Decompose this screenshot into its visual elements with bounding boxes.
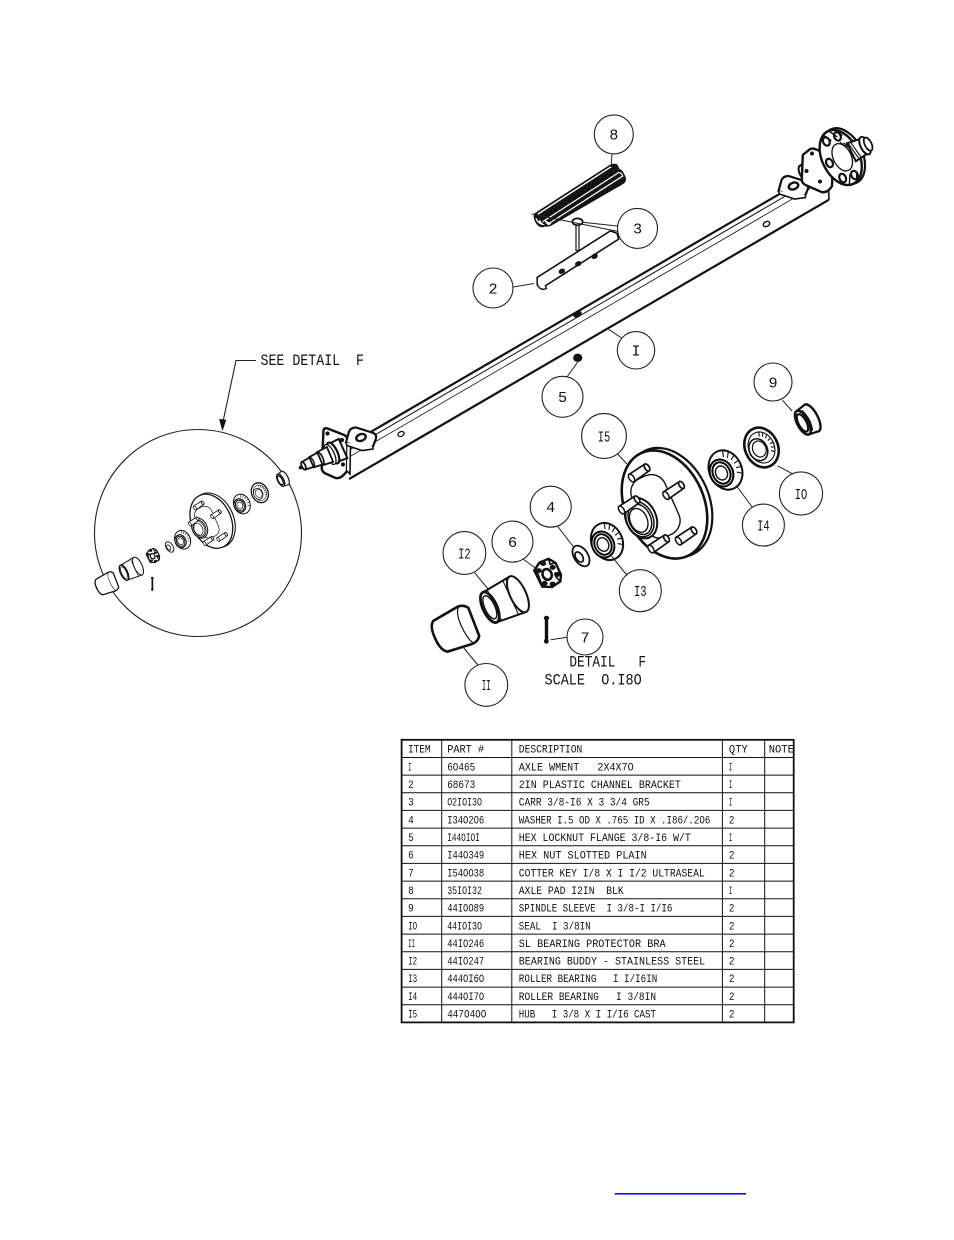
svg-text:2: 2 xyxy=(729,868,735,880)
svg-text:QTY: QTY xyxy=(729,745,748,757)
svg-text:6: 6 xyxy=(508,534,517,552)
svg-text:2: 2 xyxy=(408,780,414,792)
svg-text:ROLLER BEARING I 3/8IN: ROLLER BEARING I 3/8IN xyxy=(519,992,656,1004)
svg-text:4: 4 xyxy=(546,499,555,517)
svg-text:O2IOI3O: O2IOI3O xyxy=(447,798,482,810)
svg-text:NOTE: NOTE xyxy=(769,745,795,757)
svg-text:2: 2 xyxy=(729,921,735,933)
svg-text:447O4OO: 447O4OO xyxy=(447,1010,487,1022)
svg-text:5: 5 xyxy=(558,389,567,407)
svg-text:PART #: PART # xyxy=(447,745,484,757)
svg-text:WASHER I.5 OD X .765 ID X .I86: WASHER I.5 OD X .765 ID X .I86/.2O6 xyxy=(519,815,711,827)
svg-text:2: 2 xyxy=(729,815,735,827)
svg-text:ITEM: ITEM xyxy=(408,745,430,757)
svg-text:2: 2 xyxy=(729,957,735,969)
svg-text:HEX NUT SLOTTED PLAIN: HEX NUT SLOTTED PLAIN xyxy=(519,851,647,863)
svg-text:COTTER KEY I/8 X I I/2 ULTRASE: COTTER KEY I/8 X I I/2 ULTRASEAL xyxy=(519,868,705,880)
svg-text:44IOO89: 44IOO89 xyxy=(447,904,484,916)
svg-text:44IOI3O: 44IOI3O xyxy=(447,921,482,933)
svg-text:8: 8 xyxy=(609,127,618,145)
svg-text:2: 2 xyxy=(729,851,735,863)
svg-text:35IOI32: 35IOI32 xyxy=(447,886,482,898)
svg-text:5: 5 xyxy=(408,833,414,845)
svg-text:I2: I2 xyxy=(458,545,471,563)
svg-text:SPINDLE SLEEVE I 3/8-I I/I6: SPINDLE SLEEVE I 3/8-I I/I6 xyxy=(519,904,673,916)
svg-text:I: I xyxy=(729,833,732,845)
svg-text:SL BEARING PROTECTOR BRA: SL BEARING PROTECTOR BRA xyxy=(519,939,666,951)
svg-text:II: II xyxy=(482,677,491,695)
svg-text:2: 2 xyxy=(488,280,497,298)
svg-text:2: 2 xyxy=(729,904,735,916)
svg-text:I: I xyxy=(408,762,411,774)
svg-text:I: I xyxy=(729,798,732,810)
svg-text:I34O2O6: I34O2O6 xyxy=(447,815,484,827)
svg-text:3: 3 xyxy=(408,798,414,810)
svg-text:I4: I4 xyxy=(757,517,770,535)
svg-text:I54OO38: I54OO38 xyxy=(447,868,484,880)
svg-text:HUB I 3/8 X I I/I6 CAST: HUB I 3/8 X I I/I6 CAST xyxy=(519,1010,657,1022)
svg-text:AXLE WMENT 2X4X7O: AXLE WMENT 2X4X7O xyxy=(519,762,634,774)
svg-text:I5: I5 xyxy=(408,1010,417,1022)
svg-text:I: I xyxy=(729,780,732,792)
svg-text:II: II xyxy=(408,939,415,951)
svg-text:68673: 68673 xyxy=(447,780,475,792)
svg-text:2IN PLASTIC CHANNEL BRACKET: 2IN PLASTIC CHANNEL BRACKET xyxy=(519,780,681,792)
svg-text:2: 2 xyxy=(729,992,735,1004)
svg-text:IO: IO xyxy=(795,486,808,504)
svg-text:I: I xyxy=(729,886,732,898)
svg-text:2: 2 xyxy=(729,974,735,986)
svg-text:IO: IO xyxy=(408,921,417,933)
svg-text:I44OIOI: I44OIOI xyxy=(447,833,480,845)
svg-text:I: I xyxy=(631,343,640,361)
svg-text:I44O349: I44O349 xyxy=(447,851,484,863)
svg-text:SEAL I 3/8IN: SEAL I 3/8IN xyxy=(519,921,591,933)
svg-text:HEX LOCKNUT FLANGE 3/8-I6 W/T: HEX LOCKNUT FLANGE 3/8-I6 W/T xyxy=(519,833,691,845)
svg-text:I: I xyxy=(729,762,732,774)
svg-text:6: 6 xyxy=(408,851,414,863)
svg-text:44IO246: 44IO246 xyxy=(447,939,484,951)
svg-text:I2: I2 xyxy=(408,957,417,969)
svg-text:CARR 3/8-I6 X 3 3/4 GR5: CARR 3/8-I6 X 3 3/4 GR5 xyxy=(519,798,650,810)
svg-text:8: 8 xyxy=(408,886,414,898)
svg-text:3: 3 xyxy=(633,221,642,239)
svg-text:AXLE PAD I2IN BLK: AXLE PAD I2IN BLK xyxy=(519,886,624,898)
svg-text:ROLLER BEARING I I/I6IN: ROLLER BEARING I I/I6IN xyxy=(519,974,658,986)
svg-text:7: 7 xyxy=(580,629,589,647)
svg-text:I3: I3 xyxy=(634,583,647,601)
svg-text:SEE DETAIL F: SEE DETAIL F xyxy=(261,352,365,370)
svg-text:DETAIL F: DETAIL F xyxy=(569,654,646,672)
svg-text:I4: I4 xyxy=(408,992,417,1004)
svg-text:I3: I3 xyxy=(408,974,417,986)
svg-text:9: 9 xyxy=(768,374,777,392)
svg-text:DESCRIPTION: DESCRIPTION xyxy=(519,745,583,757)
svg-text:2: 2 xyxy=(729,939,735,951)
svg-text:4: 4 xyxy=(408,815,414,827)
svg-text:I5: I5 xyxy=(598,428,611,446)
svg-text:7: 7 xyxy=(408,868,414,880)
svg-text:SCALE O.I8O: SCALE O.I8O xyxy=(545,672,642,690)
svg-text:44IO247: 44IO247 xyxy=(447,957,484,969)
svg-text:6O465: 6O465 xyxy=(447,762,475,774)
svg-text:BEARING BUDDY - STAINLESS STEE: BEARING BUDDY - STAINLESS STEEL xyxy=(519,957,705,969)
svg-text:2: 2 xyxy=(729,1010,735,1022)
svg-text:9: 9 xyxy=(408,904,414,916)
svg-text:444OI7O: 444OI7O xyxy=(447,992,484,1004)
svg-text:444OI6O: 444OI6O xyxy=(447,974,484,986)
